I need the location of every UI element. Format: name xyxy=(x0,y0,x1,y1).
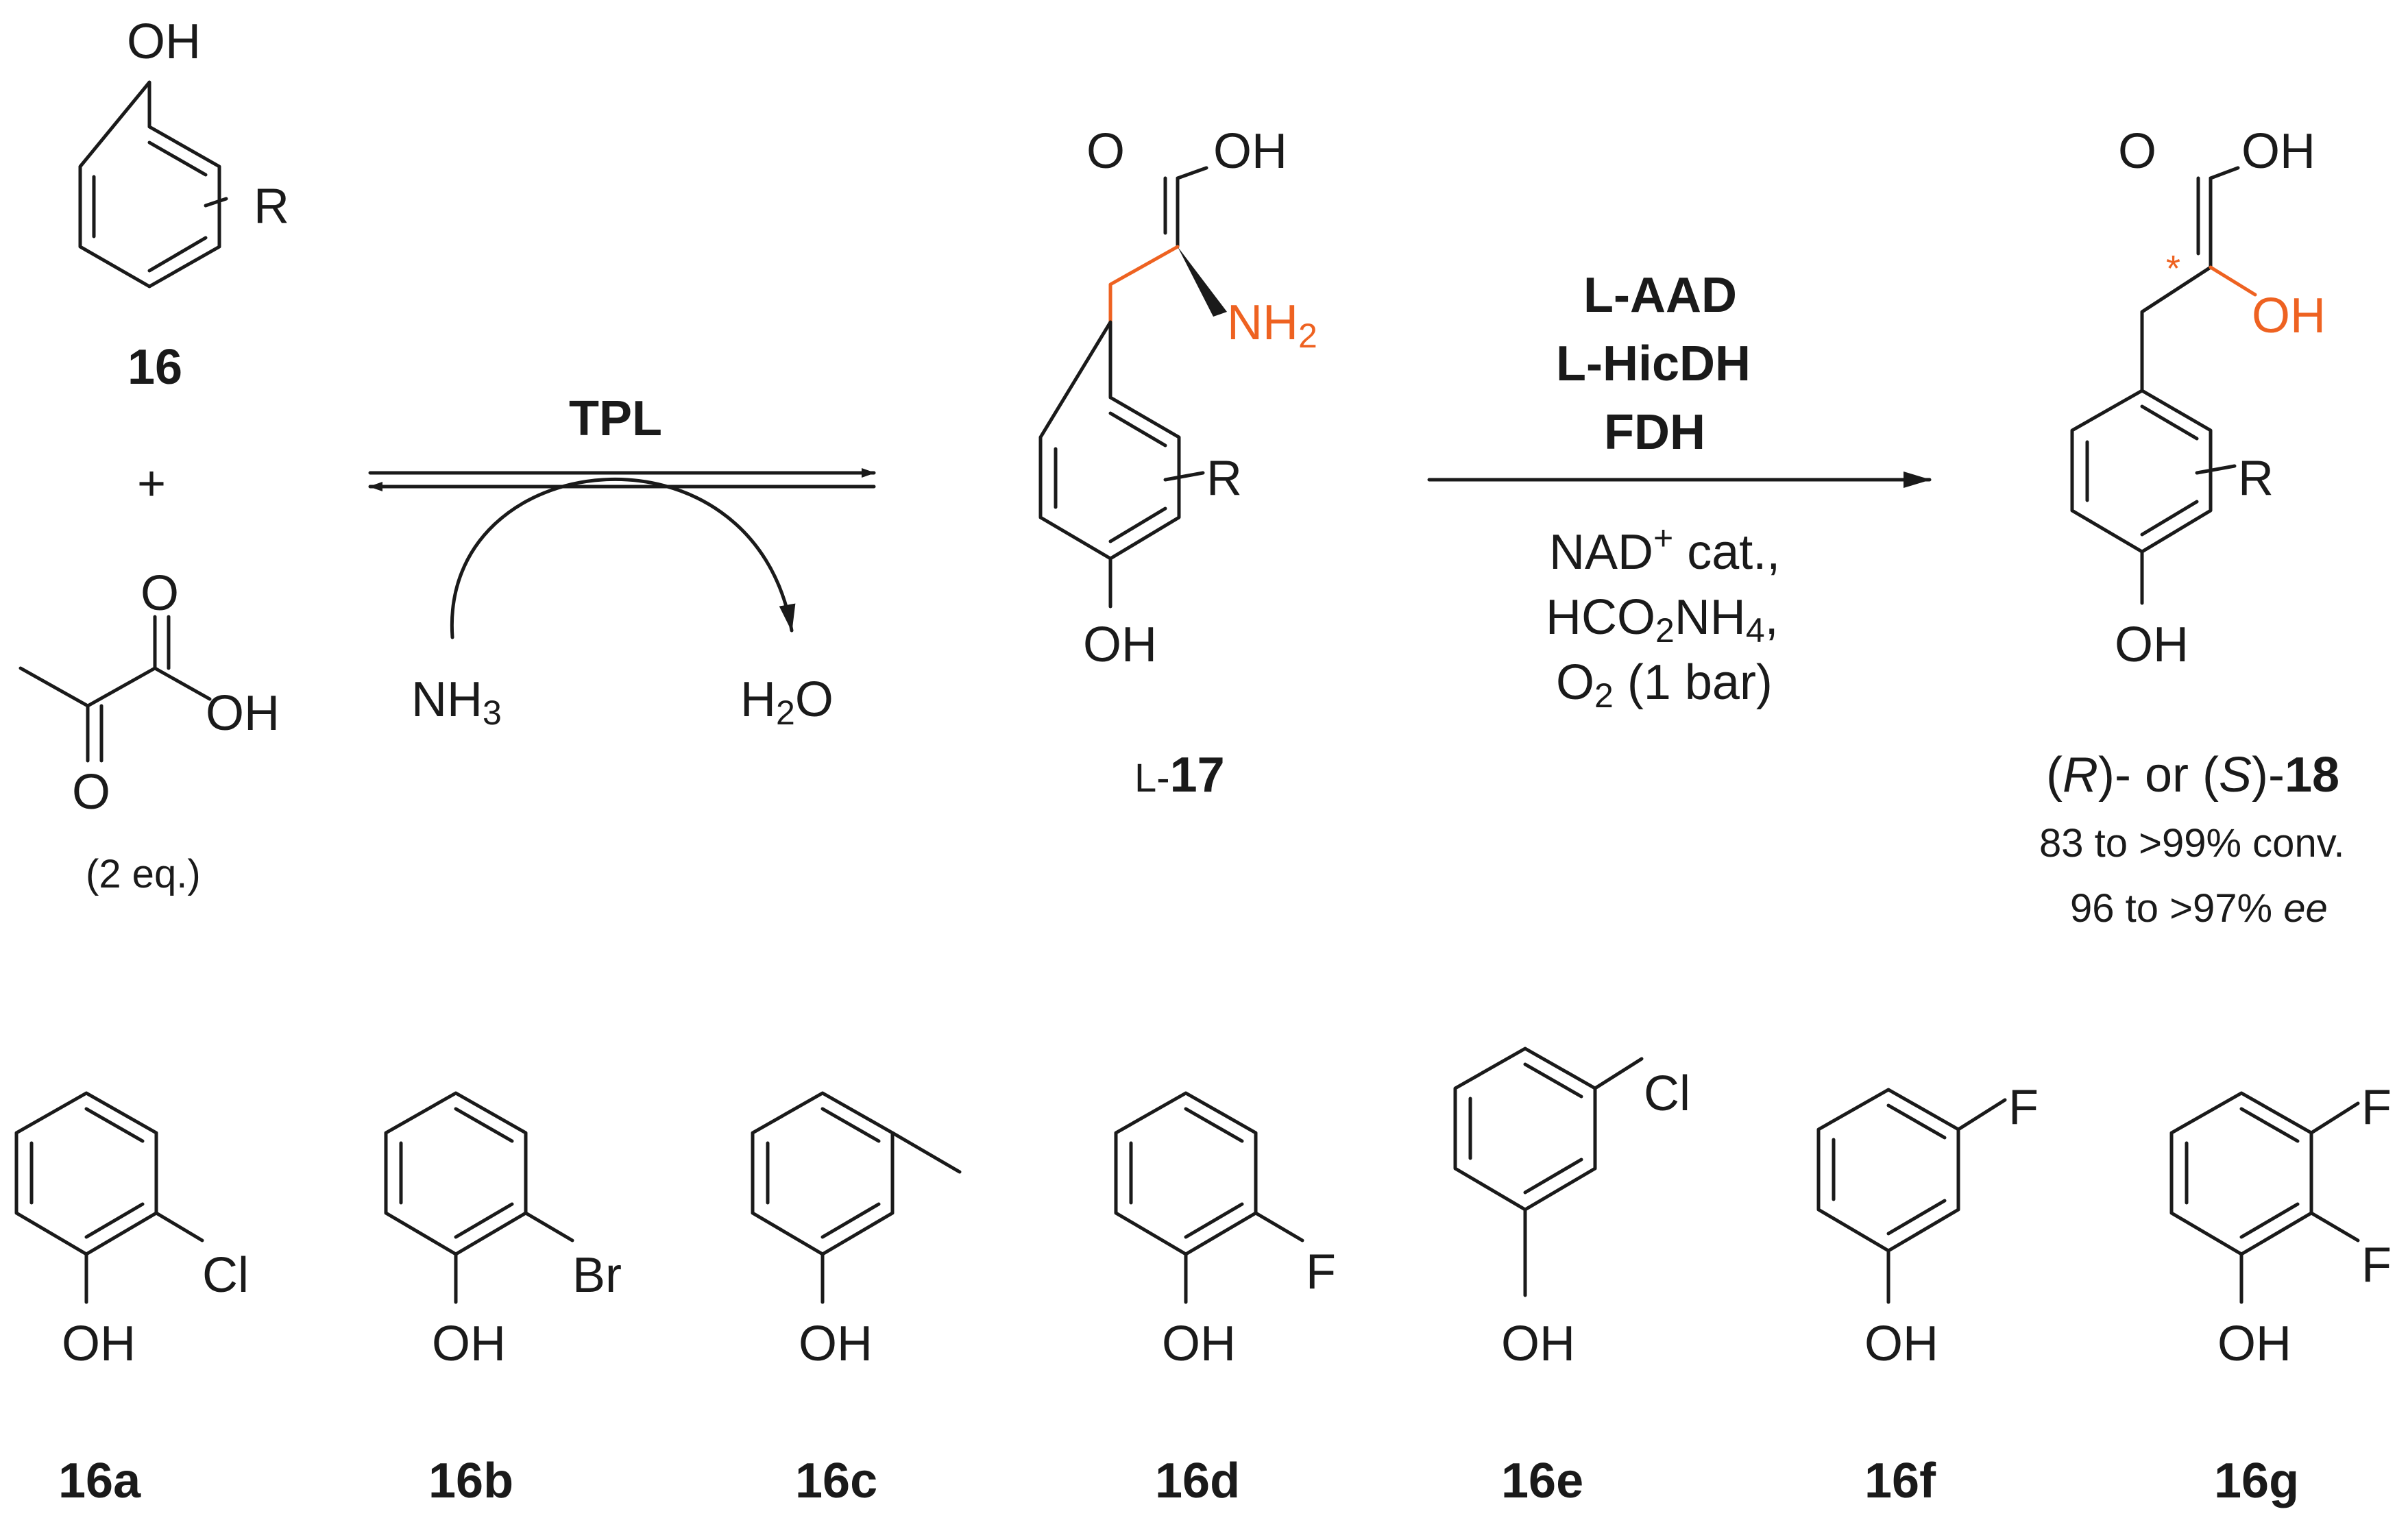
substrate-16g: F F OH 16g xyxy=(2169,1080,2392,1508)
p18-ring-r: R xyxy=(2238,451,2274,506)
enzyme-l-hicdh: L-HicDH xyxy=(1556,336,1751,391)
l17-ring-r: R xyxy=(1206,451,1242,506)
substrate-16a: Cl OH 16a xyxy=(14,1091,249,1508)
label-16b: 16b xyxy=(428,1454,513,1508)
pyruvate-keto-o: O xyxy=(72,765,110,820)
substituent-f-bottom: F xyxy=(2361,1238,2392,1293)
label-16g: 16g xyxy=(2214,1454,2299,1508)
phenol-oh: OH xyxy=(2217,1317,2291,1371)
phenol-oh: OH xyxy=(1501,1317,1575,1371)
tpl-equilibrium-arrow: TPL NH3 H2O xyxy=(368,391,876,732)
reactant-phenol-16: OH R 16 xyxy=(78,14,289,395)
enzyme-tpl: TPL xyxy=(569,391,662,446)
phenol-oh: OH xyxy=(1864,1317,1938,1371)
phenol-oh: OH xyxy=(799,1317,873,1371)
substituent-cl: Cl xyxy=(1644,1066,1690,1121)
product-18: O OH * OH R OH (R)- or (S)-18 83 to >99%… xyxy=(2039,124,2345,931)
condition-nad-cat: NAD+ cat., xyxy=(1549,519,1780,580)
substrate-16b: Br OH 16b xyxy=(384,1091,622,1508)
l17-acid-oh: OH xyxy=(1213,124,1287,179)
pyruvate-oh: OH xyxy=(206,686,280,741)
phenol-oh: OH xyxy=(1162,1317,1236,1371)
substituent-f: F xyxy=(2008,1080,2039,1135)
plus-sign: + xyxy=(137,456,166,511)
p18-hydroxy-group: OH xyxy=(2252,289,2326,343)
phenol-oh: OH xyxy=(432,1317,506,1371)
label-16c: 16c xyxy=(795,1454,877,1508)
substituent-f-top: F xyxy=(2361,1080,2392,1135)
substituent-cl: Cl xyxy=(202,1248,249,1303)
phenol-oh: OH xyxy=(62,1317,136,1371)
substrate-16c: OH 16c xyxy=(751,1091,962,1508)
substituent-br: Br xyxy=(572,1248,622,1303)
substrate-16d: F OH 16d xyxy=(1114,1091,1336,1508)
phenol-r: R xyxy=(254,179,289,234)
phenol-oh: OH xyxy=(127,14,201,69)
p18-phenol-oh: OH xyxy=(2115,617,2189,672)
conversion-range: 83 to >99% conv. xyxy=(2039,821,2345,866)
label-16f: 16f xyxy=(1864,1454,1936,1508)
byproduct-h2o: H2O xyxy=(740,672,834,732)
l17-amino-group: NH2 xyxy=(1227,295,1317,355)
label-16d: 16d xyxy=(1155,1454,1240,1508)
compound-label-18: (R)- or (S)-18 xyxy=(2046,748,2339,803)
enzyme-l-aad: L-AAD xyxy=(1583,268,1737,323)
substrate-16e: Cl OH 16e xyxy=(1453,1046,1690,1508)
l17-carbonyl-o: O xyxy=(1086,124,1125,179)
pyruvate-carbonyl-o: O xyxy=(141,566,179,621)
p18-acid-oh: OH xyxy=(2241,124,2315,179)
cascade-step-arrow: L-AAD L-HicDH FDH NAD+ cat., HCO2NH4, O2… xyxy=(1427,268,1932,715)
compound-label-l17: L-17 xyxy=(1134,748,1225,803)
condition-ammonium-formate: HCO2NH4, xyxy=(1546,590,1779,650)
substrate-16f: F OH 16f xyxy=(1816,1080,2039,1508)
substituent-f: F xyxy=(1306,1245,1336,1299)
l17-phenol-oh: OH xyxy=(1083,617,1157,672)
label-16a: 16a xyxy=(58,1454,141,1508)
reagent-nh3: NH3 xyxy=(411,672,502,732)
label-16e: 16e xyxy=(1501,1454,1583,1508)
enzyme-fdh: FDH xyxy=(1604,405,1705,460)
ee-range: 96 to >97% ee xyxy=(2070,886,2328,931)
p18-stereocenter-star: * xyxy=(2166,248,2180,289)
pyruvate-equivalents: (2 eq.) xyxy=(86,852,201,896)
condition-oxygen: O2 (1 bar) xyxy=(1556,655,1773,715)
intermediate-l-17: O OH NH2 R OH L-17 xyxy=(1038,124,1317,803)
p18-carbonyl-o: O xyxy=(2118,124,2156,179)
pyruvic-acid: O O OH (2 eq.) xyxy=(19,566,280,896)
compound-label-16: 16 xyxy=(127,340,182,395)
